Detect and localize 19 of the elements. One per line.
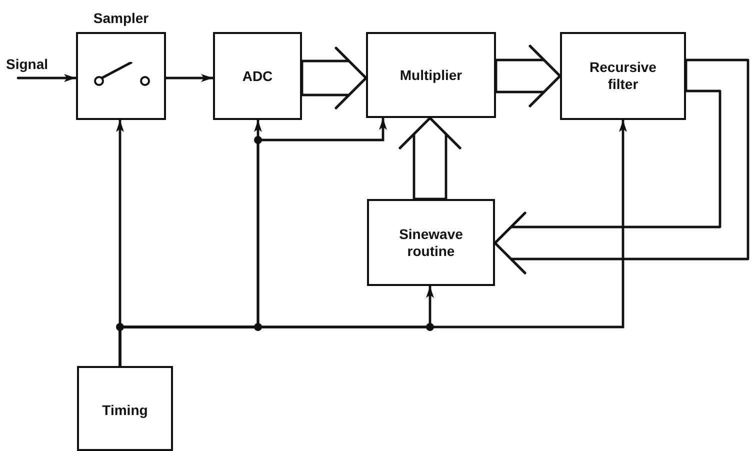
block-box <box>77 366 173 451</box>
block-label: Multiplier <box>400 66 462 84</box>
block-box <box>367 199 495 286</box>
block-box <box>366 32 496 118</box>
bus-arrow <box>300 46 368 110</box>
block-box <box>560 32 686 120</box>
arrow <box>118 118 627 368</box>
bus-arrow <box>398 116 462 200</box>
block-label: Recursive filter <box>588 59 658 93</box>
signal-label: Signal <box>6 56 50 73</box>
block-box <box>213 32 302 120</box>
block-title: Sampler <box>92 10 150 27</box>
bus-arrow <box>494 44 562 108</box>
block-label: ADC <box>242 68 273 84</box>
bus-arrow <box>494 58 750 274</box>
block-label: Sinewave routine <box>398 226 464 260</box>
arrow <box>164 74 214 82</box>
arrow <box>16 74 78 82</box>
block-label: Timing <box>102 402 148 419</box>
